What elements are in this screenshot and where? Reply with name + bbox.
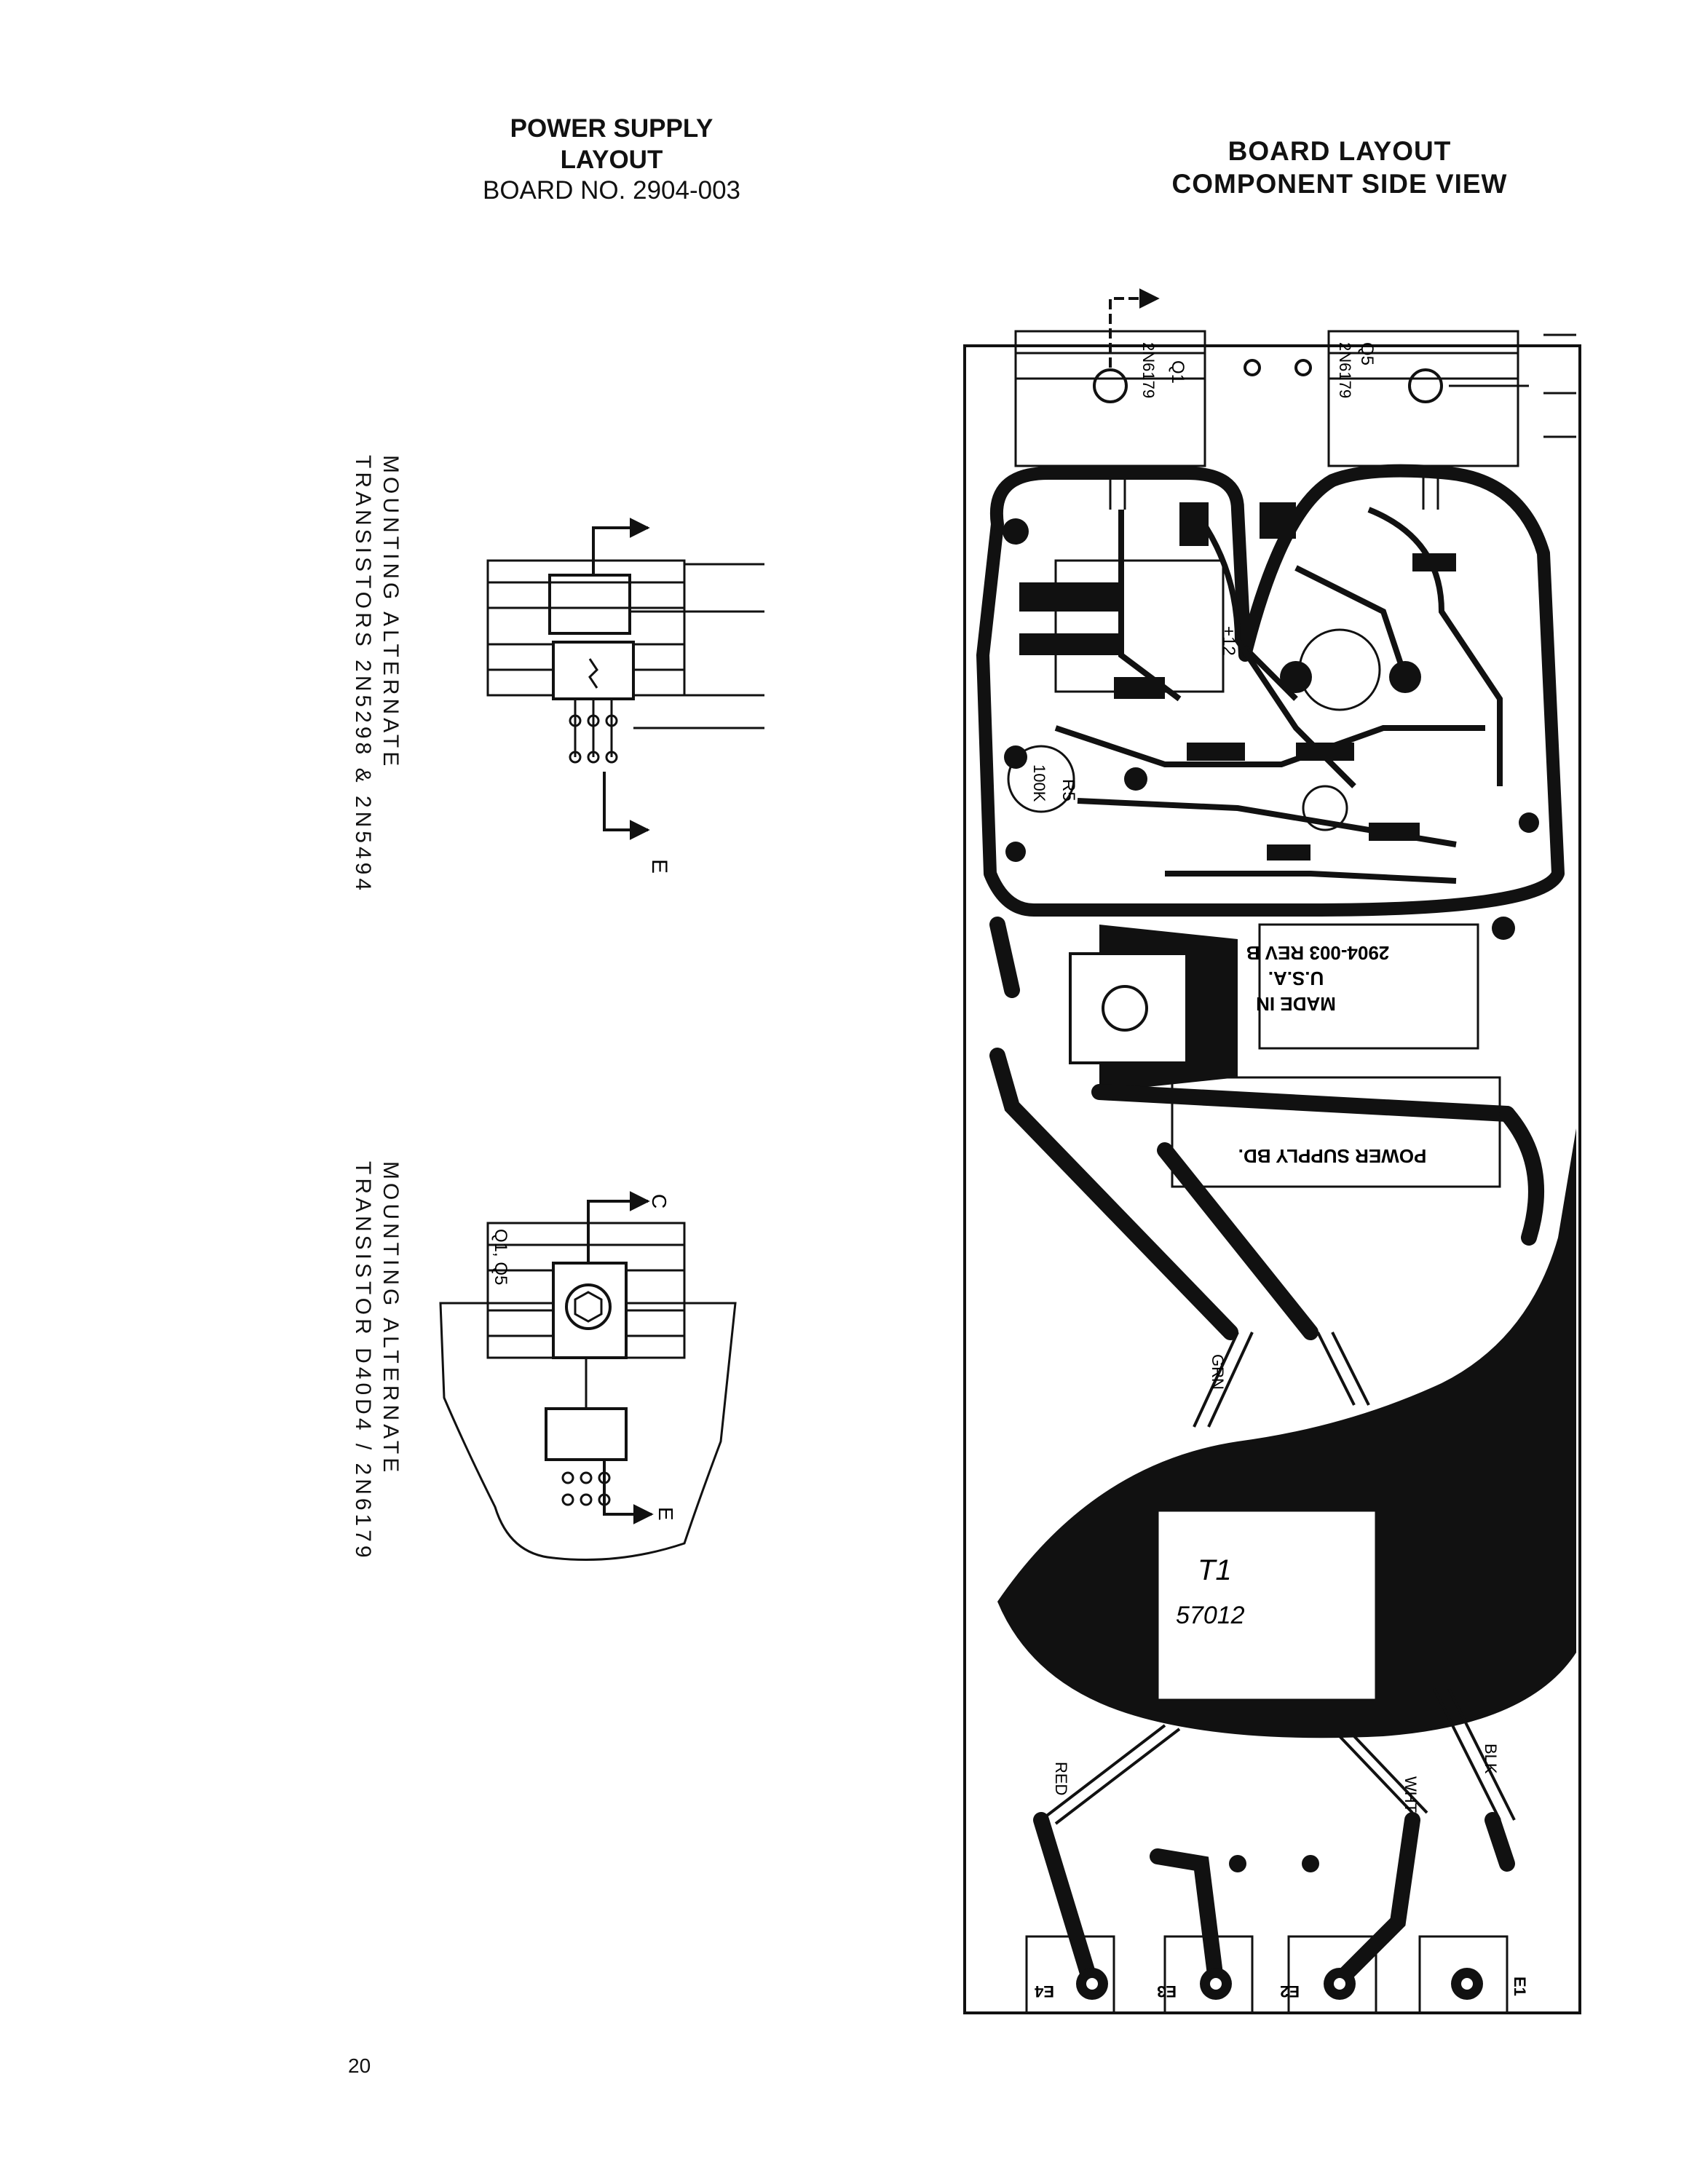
terminal-e2: E2 xyxy=(1280,1982,1300,2001)
heat-sink-label-lower: Q1, Q5 xyxy=(491,1229,510,1285)
made-in-label: MADE IN xyxy=(1256,993,1336,1015)
collector-arrow-lower xyxy=(587,1191,650,1263)
chassis-outline xyxy=(439,1302,737,1561)
wire-wht-label: WHT xyxy=(1401,1776,1420,1813)
wire-grn-label: GRN xyxy=(1209,1354,1227,1390)
t1-ref: T1 xyxy=(1198,1554,1232,1586)
terminal-e1: E1 xyxy=(1511,1977,1529,1996)
q1-part: 2N6179 xyxy=(1139,342,1158,398)
wire-blk-label: BLK xyxy=(1482,1744,1500,1774)
terminal-strip: E4 E3 E2 E1 xyxy=(1025,1935,1529,2014)
q1-screw xyxy=(1093,368,1128,403)
mounting-screw xyxy=(565,1283,612,1330)
component-pads xyxy=(1019,502,1456,860)
q5-screw xyxy=(1408,368,1443,403)
power-supply-title: POWER SUPPLY LAYOUT BOARD NO. 2904-003 xyxy=(408,114,815,207)
collector-arrow xyxy=(592,518,650,575)
r5-value: 100K xyxy=(1030,764,1048,802)
q5-part: 2N6179 xyxy=(1336,342,1354,398)
mounting-diagram-lower xyxy=(439,1191,737,1561)
wire-red-label: RED xyxy=(1052,1762,1070,1795)
revision-label: 2904-003 REV B xyxy=(1246,942,1390,964)
board-layout-line-1: BOARD LAYOUT xyxy=(1227,136,1452,166)
terminal-e3: E3 xyxy=(1157,1982,1177,2001)
pcb-board: Q1 2N6179 Q5 2N6179 xyxy=(963,288,1581,2014)
capacitor xyxy=(1298,628,1381,711)
collector-label-lower: C xyxy=(648,1194,671,1208)
page-number: 20 xyxy=(348,2054,371,2077)
emitter-label-lower: E xyxy=(655,1507,677,1521)
board-outline xyxy=(963,344,1581,2014)
q5-heat-sink xyxy=(1327,330,1519,467)
q5-ref: Q5 xyxy=(1357,342,1377,365)
transistor-tab xyxy=(552,1262,628,1359)
board-layout-line-2: COMPONENT SIDE VIEW xyxy=(1171,169,1508,199)
usa-label: U.S.A. xyxy=(1268,968,1324,989)
terminal-e4: E4 xyxy=(1034,1982,1054,2001)
emitter-arrow xyxy=(603,772,650,840)
power-supply-block xyxy=(1171,1076,1501,1188)
plus12-label: +12 xyxy=(1219,626,1238,656)
board-number: BOARD NO. 2904-003 xyxy=(482,176,741,205)
r5-ref: R5 xyxy=(1059,779,1078,802)
emitter-label-upper: E xyxy=(647,859,671,874)
transistor-package xyxy=(548,574,631,635)
transistor-body-lower xyxy=(545,1407,628,1461)
transformer-t1 xyxy=(1156,1509,1377,1701)
label-block xyxy=(1258,923,1479,1050)
ground-plane xyxy=(997,1128,1576,1738)
title-line-2: LAYOUT xyxy=(560,145,663,174)
r5-pot xyxy=(1007,745,1075,813)
title-line-1: POWER SUPPLY xyxy=(510,114,713,143)
mounting-diagram-upper xyxy=(486,518,764,840)
ground-trace xyxy=(976,464,1565,917)
q1-collector-arrow xyxy=(1109,288,1160,368)
emitter-arrow-lower xyxy=(603,1460,654,1524)
q1-ref: Q1 xyxy=(1168,360,1187,384)
rectifier-bolt xyxy=(1102,985,1148,1032)
board-markings: MADE IN U.S.A. 2904-003 REV B POWER SUPP… xyxy=(1238,942,1427,1167)
t1-part: 57012 xyxy=(1176,1602,1245,1629)
power-supply-bd-label: POWER SUPPLY BD. xyxy=(1238,1145,1427,1167)
board-layout-title: BOARD LAYOUT COMPONENT SIDE VIEW xyxy=(1121,135,1558,200)
transistor-body xyxy=(552,641,635,700)
